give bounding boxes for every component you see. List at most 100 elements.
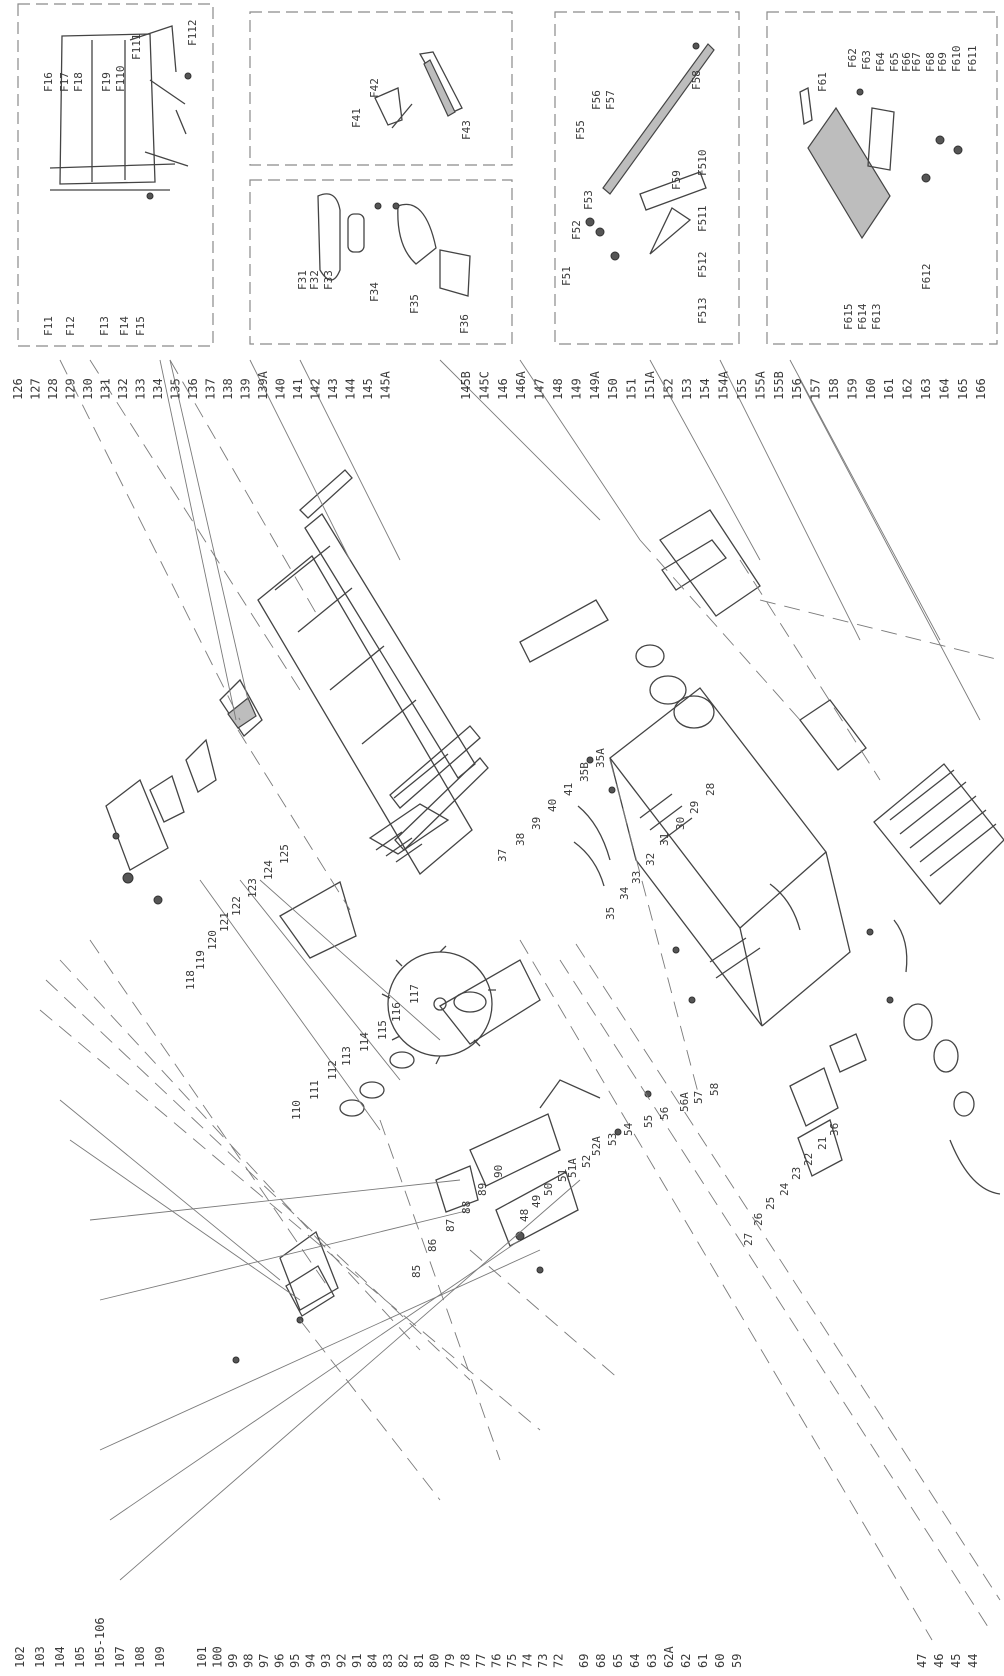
callout-label: 59 [730,1654,744,1668]
callout-label: F43 [460,120,473,140]
callout-label: 151A [643,370,657,400]
callout-label: 22 [802,1153,815,1166]
callout-label: F35 [408,294,421,314]
callout-label: 95 [288,1654,302,1668]
callout-label: F61 [816,72,829,92]
callout-label: F52 [570,220,583,240]
callout-label: 29 [688,801,701,814]
callout-label: 113 [340,1046,353,1066]
callout-label: 96 [273,1654,287,1668]
callout-label: 111 [308,1080,321,1100]
callout-label: 98 [242,1654,256,1668]
callout-label: 84 [366,1654,380,1668]
callout-label: F57 [604,90,617,110]
callout-label: 152 [661,378,675,400]
callout-label: 120 [206,930,219,950]
callout-label: F65 [888,52,901,72]
callout-label: 160 [864,378,878,400]
callout-label: 73 [536,1654,550,1668]
callout-label: F66 [900,52,913,72]
callout-label: 155A [753,370,767,400]
callout-label: 51A [566,1158,579,1178]
callout-label: F16 [42,72,55,92]
callout-label: 165 [956,378,970,400]
callout-label: 100 [211,1646,225,1668]
callout-label: 139 [239,378,253,400]
callout-label: 25 [764,1197,777,1210]
callout-label: 87 [444,1219,457,1232]
callout-label: 146A [514,370,528,400]
callout-label: 76 [490,1654,504,1668]
callout-label: F69 [936,52,949,72]
callout-label: 125 [278,844,291,864]
callout-label: 133 [134,378,148,400]
callout-label: F18 [72,72,85,92]
callout-label: 149A [588,370,602,400]
callout-label: 156 [790,378,804,400]
callout-label: 118 [184,970,197,990]
callout-label: 35 [604,907,617,920]
callout-label: 122 [230,896,243,916]
callout-label: 101 [195,1646,209,1668]
callout-label: 145B [459,371,473,400]
callout-label: 103 [33,1646,47,1668]
callout-label: 74 [521,1654,535,1668]
callout-label: F63 [860,50,873,70]
callout-label: 50 [542,1183,555,1196]
callout-label: 155 [735,378,749,400]
callout-label: 148 [551,378,565,400]
callout-label: 47 [915,1654,929,1668]
callout-label: F31 [296,270,309,290]
callout-label: 53 [606,1133,619,1146]
callout-label: 142 [309,378,323,400]
callout-label: 131 [99,378,113,400]
solid-leads [59,359,981,1581]
callout-label: 138 [221,378,235,400]
callout-label: 151 [625,378,639,400]
callout-label: 124 [262,860,275,880]
callout-label: 31 [658,833,671,846]
callout-label: 62A [662,1646,676,1668]
callout-label: 64 [628,1654,642,1668]
callout-label: 60 [713,1654,727,1668]
callout-label: 35A [594,748,607,768]
callout-label: 46 [932,1654,946,1668]
callout-label: F610 [950,46,963,73]
callout-label: 129 [64,378,78,400]
callout-label: 37 [496,849,509,862]
callout-label: 135 [169,378,183,400]
callout-label: 161 [882,378,896,400]
callout-label: 134 [151,378,165,400]
callout-label: F34 [368,282,381,302]
callout-label: 94 [304,1654,318,1668]
callout-label: 36 [828,1123,841,1136]
callout-label: 137 [204,378,218,400]
callout-label: 112 [326,1060,339,1080]
callout-label: F58 [690,70,703,90]
callout-label: F611 [966,46,979,73]
callout-label: F510 [696,150,709,177]
callout-label: 117 [408,984,421,1004]
callout-label: 89 [476,1183,489,1196]
callout-label: 56A [678,1092,691,1112]
callout-label: 132 [116,378,130,400]
callout-label: 23 [790,1167,803,1180]
callout-label: F55 [574,120,587,140]
callout-label: 32 [644,853,657,866]
callout-label: 57 [692,1091,705,1104]
callout-label: 58 [708,1083,721,1096]
callout-label: 62 [679,1654,693,1668]
callout-label: 110 [290,1100,303,1120]
callout-label: 52A [590,1136,603,1156]
callout-label: 80 [428,1654,442,1668]
callout-label: 147 [533,378,547,400]
callout-label: 63 [645,1654,659,1668]
callout-label: 61 [696,1654,710,1668]
callout-label: 68 [594,1654,608,1668]
callout-label: 21 [816,1137,829,1150]
callout-label: 141 [291,378,305,400]
